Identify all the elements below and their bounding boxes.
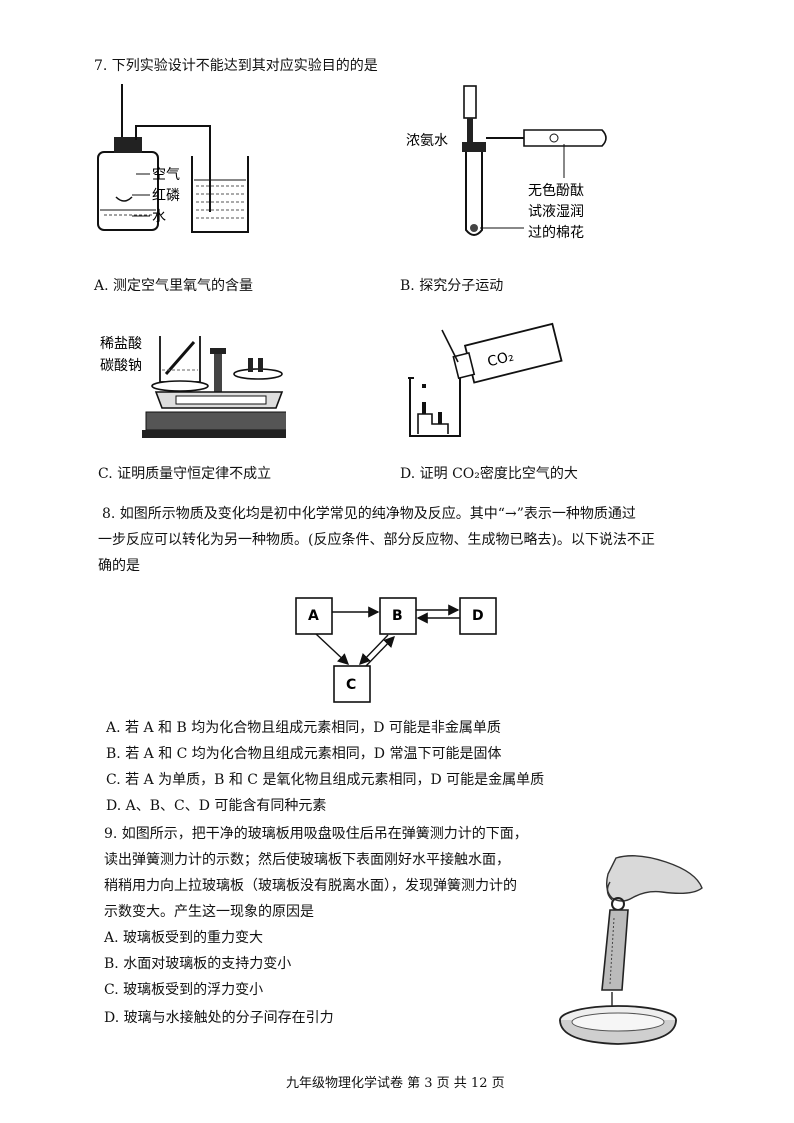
q9-stem-line4: 示数变大。产生这一现象的原因是 bbox=[104, 904, 314, 920]
label-water: 水 bbox=[152, 209, 166, 225]
q8-option-b: B. 若 A 和 C 均为化合物且组成元素相同，D 常温下可能是固体 bbox=[106, 746, 502, 762]
q8-stem-line2: 一步反应可以转化为另一种物质。(反应条件、部分反应物、生成物已略去)。以下说法不… bbox=[98, 532, 655, 548]
q7-option-b: B. 探究分子运动 bbox=[400, 278, 504, 294]
figure-mass-conservation-balance: 稀盐酸 碳酸钠 bbox=[100, 336, 286, 438]
q9-stem-line3: 稍稍用力向上拉玻璃板（玻璃板没有脱离水面），发现弹簧测力计的 bbox=[104, 878, 517, 894]
node-b bbox=[379, 597, 417, 635]
label-sodium-carbonate: 碳酸钠 bbox=[100, 358, 142, 374]
q7-option-d: D. 证明 CO₂密度比空气的大 bbox=[400, 466, 578, 482]
label-air: 空气 bbox=[152, 167, 180, 183]
figure-molecule-motion-apparatus: 浓氨水 无色酚酞 试液湿润 过的棉花 bbox=[406, 85, 607, 241]
q9-stem-line1: 9. 如图所示，把干净的玻璃板用吸盘吸住后吊在弹簧测力计的下面， bbox=[104, 826, 528, 842]
node-c bbox=[333, 665, 371, 703]
label-cotton-line1: 无色酚酞 bbox=[528, 182, 584, 199]
node-a bbox=[295, 597, 333, 635]
arrow-a-to-c bbox=[315, 633, 350, 665]
q9-option-a: A. 玻璃板受到的重力变大 bbox=[104, 930, 264, 946]
q8-option-a: A. 若 A 和 B 均为化合物且组成元素相同，D 可能是非金属单质 bbox=[106, 720, 501, 736]
q8-option-d: D. A、B、C、D 可能含有同种元素 bbox=[106, 798, 327, 814]
node-b-label: B bbox=[392, 608, 403, 624]
node-a-label: A bbox=[308, 608, 319, 624]
label-dilute-hcl: 稀盐酸 bbox=[100, 336, 142, 352]
label-cotton-line3: 过的棉花 bbox=[528, 224, 584, 241]
q9-stem-line2: 读出弹簧测力计的示数；然后使玻璃板下表面刚好水平接触水面， bbox=[104, 852, 510, 868]
label-cotton-line2: 试液湿润 bbox=[528, 204, 584, 220]
figure-co2-density-beaker: CO₂ bbox=[408, 322, 563, 437]
q9-option-d: D. 玻璃与水接触处的分子间存在引力 bbox=[104, 1010, 334, 1026]
figure-spring-scale-glass-plate bbox=[559, 855, 703, 1045]
q7-stem: 7. 下列实验设计不能达到其对应实验目的的是 bbox=[94, 58, 378, 74]
label-co2: CO₂ bbox=[486, 349, 516, 371]
figure-oxygen-content-apparatus: 空气 红磷 水 bbox=[97, 84, 249, 233]
q8-option-c: C. 若 A 为单质，B 和 C 是氧化物且组成元素相同，D 可能是金属单质 bbox=[106, 772, 545, 788]
q7-option-c: C. 证明质量守恒定律不成立 bbox=[98, 466, 272, 482]
q9-option-c: C. 玻璃板受到的浮力变小 bbox=[104, 982, 264, 998]
page-footer: 九年级物理化学试卷 第 3 页 共 12 页 bbox=[286, 1076, 505, 1091]
q9-option-b: B. 水面对玻璃板的支持力变小 bbox=[104, 956, 292, 972]
q8-stem-line3: 确的是 bbox=[98, 558, 140, 574]
figure-transformation-diagram: A B D C bbox=[295, 597, 497, 703]
node-d bbox=[459, 597, 497, 635]
q7-option-a: A. 测定空气里氧气的含量 bbox=[94, 278, 254, 294]
arrow-b-to-c bbox=[359, 634, 389, 666]
label-red-phosphorus: 红磷 bbox=[152, 188, 180, 204]
q8-stem-line1: 8. 如图所示物质及变化均是初中化学常见的纯净物及反应。其中“→”表示一种物质通… bbox=[102, 506, 636, 522]
node-c-label: C bbox=[346, 677, 356, 693]
label-concentrated-ammonia: 浓氨水 bbox=[406, 133, 448, 149]
arrow-c-to-b bbox=[365, 635, 395, 667]
node-d-label: D bbox=[472, 608, 484, 624]
